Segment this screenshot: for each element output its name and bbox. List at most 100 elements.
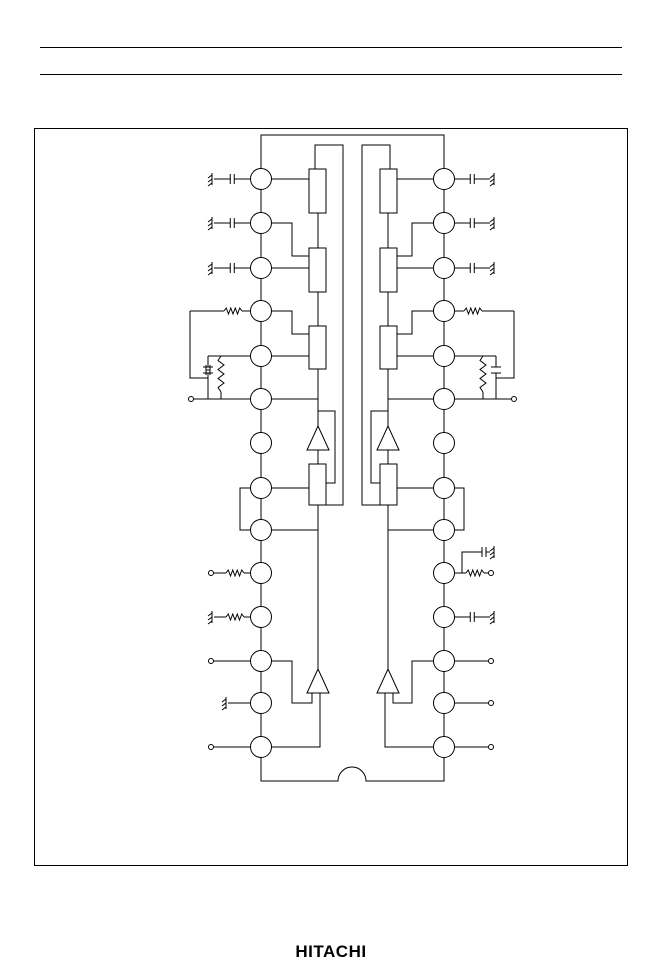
function-block <box>308 168 327 214</box>
pin-wire <box>454 487 465 531</box>
ground-symbol <box>207 263 213 268</box>
pin-left-10 <box>250 562 272 584</box>
terminal <box>511 396 517 402</box>
pin-right-17 <box>433 650 455 672</box>
pin-wire <box>271 310 309 335</box>
ground-symbol <box>489 218 495 223</box>
amplifier-right-lower <box>376 667 400 694</box>
signal-line <box>370 369 389 484</box>
pin-left-6 <box>250 388 272 410</box>
ground-symbol <box>207 612 213 617</box>
ground-symbol <box>489 174 495 179</box>
ground-symbol <box>207 218 213 223</box>
pin-wire <box>392 660 434 704</box>
pin-left-1 <box>250 168 272 190</box>
terminal <box>208 744 214 750</box>
header-rule-bottom <box>40 74 622 75</box>
resistor <box>463 306 483 316</box>
ground-symbol <box>489 547 495 552</box>
wire <box>461 551 478 573</box>
ground-symbol <box>221 706 227 711</box>
ground-symbol <box>489 620 495 625</box>
function-block <box>308 247 327 293</box>
ground-symbol <box>489 226 495 231</box>
ground-symbol <box>207 182 213 187</box>
terminal <box>208 658 214 664</box>
pin-left-9 <box>250 519 272 541</box>
pin-left-5 <box>250 345 272 367</box>
terminal <box>488 658 494 664</box>
pin-left-2 <box>250 212 272 234</box>
resistor <box>465 568 485 578</box>
pin-left-4 <box>250 300 272 322</box>
pin-wire <box>384 693 434 748</box>
pin-left-14 <box>250 736 272 758</box>
ground-symbol <box>489 271 495 276</box>
pin-right-23 <box>433 388 455 410</box>
ground-symbol <box>207 620 213 625</box>
pin-left-12 <box>250 650 272 672</box>
function-block <box>308 325 327 370</box>
signal-line <box>317 369 336 484</box>
ground-symbol <box>207 271 213 276</box>
pin-right-16 <box>433 692 455 714</box>
ground-symbol <box>489 182 495 187</box>
pin-right-28 <box>433 168 455 190</box>
pin-right-26 <box>433 257 455 279</box>
ground-symbol <box>207 178 213 183</box>
pin-left-11 <box>250 606 272 628</box>
signal-line-right-loop <box>361 144 391 506</box>
ground-symbol <box>207 616 213 621</box>
diagram-frame <box>34 128 628 866</box>
ground-symbol <box>207 226 213 231</box>
pin-wire <box>397 310 434 335</box>
pin-left-8 <box>250 477 272 499</box>
package-outline-bottom <box>260 758 445 782</box>
pin-right-15 <box>433 736 455 758</box>
package-outline-top <box>260 134 445 168</box>
function-block <box>379 325 398 370</box>
ground-symbol <box>207 174 213 179</box>
ground-symbol <box>489 555 495 560</box>
pin-right-24 <box>433 345 455 367</box>
ground-symbol <box>207 222 213 227</box>
resistor <box>479 355 487 393</box>
function-block <box>379 463 398 506</box>
terminal <box>208 570 214 576</box>
ground-symbol <box>489 222 495 227</box>
resistor <box>225 612 245 622</box>
ground-symbol <box>489 551 495 556</box>
resistor <box>223 306 243 316</box>
ground-symbol <box>221 698 227 703</box>
resistor <box>225 568 245 578</box>
function-block <box>379 247 398 293</box>
wire <box>189 311 208 379</box>
terminal <box>488 744 494 750</box>
pin-wire <box>397 222 434 257</box>
terminal <box>488 700 494 706</box>
ground-symbol <box>221 702 227 707</box>
pin-wire <box>271 693 321 748</box>
wire <box>496 311 515 379</box>
ground-symbol <box>489 267 495 272</box>
pin-right-27 <box>433 212 455 234</box>
terminal <box>488 570 494 576</box>
resistor <box>217 355 225 393</box>
pin-right-25 <box>433 300 455 322</box>
header-rule-top <box>40 47 622 48</box>
buffer-left-upper <box>306 424 330 451</box>
ground-symbol <box>207 267 213 272</box>
pin-right-18 <box>433 606 455 628</box>
function-block <box>379 168 398 214</box>
terminal <box>188 396 194 402</box>
buffer-right-upper <box>376 424 400 451</box>
pin-right-20 <box>433 519 455 541</box>
signal-line-left-loop <box>314 144 344 506</box>
pin-left-7 <box>250 432 272 454</box>
hitachi-logo: HITACHI <box>295 942 367 961</box>
ground-symbol <box>489 616 495 621</box>
pin-right-21 <box>433 477 455 499</box>
function-block <box>308 463 327 506</box>
pin-wire <box>239 487 251 531</box>
